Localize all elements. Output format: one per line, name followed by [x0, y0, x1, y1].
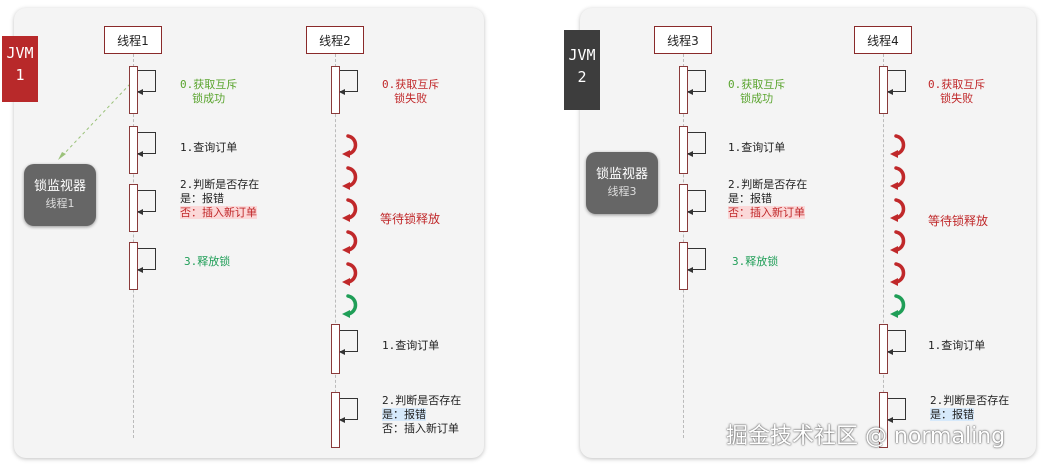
- wait-loop-arrows: [890, 134, 906, 318]
- t1-step2: 2.判断是否存在 是：报错 否：插入新订单: [180, 178, 260, 219]
- t2-step0: 0.获取互斥 锁失败: [382, 78, 440, 105]
- activation: [129, 184, 138, 232]
- self-call-arrow: [339, 70, 358, 95]
- monitor-owner: 线程1: [45, 197, 75, 210]
- t2-step1: 1.查询订单: [382, 339, 440, 352]
- self-call-arrow: [137, 190, 156, 215]
- t1-step1: 1.查询订单: [180, 141, 238, 154]
- self-call-arrow: [137, 132, 156, 157]
- self-call-arrow: [687, 70, 706, 95]
- self-call-arrow: [339, 398, 358, 423]
- self-call-arrow: [137, 70, 156, 95]
- thread1-box: 线程1: [104, 26, 162, 54]
- t4-step0: 0.获取互斥 锁失败: [928, 78, 986, 105]
- monitor-title: 锁监视器: [595, 167, 648, 182]
- thread4-lifeline: [883, 54, 884, 438]
- jvm2-label: JVM 2: [564, 30, 600, 110]
- t3-step2: 2.判断是否存在 是：报错 否：插入新订单: [728, 178, 808, 219]
- self-call-arrow: [339, 330, 358, 355]
- monitor-link: [58, 83, 131, 160]
- t3-step1: 1.查询订单: [728, 141, 786, 154]
- t1-step0: 0.获取互斥 锁成功: [180, 78, 238, 105]
- activation: [679, 126, 688, 174]
- t4-step1: 1.查询订单: [928, 339, 986, 352]
- thread2-box: 线程2: [306, 26, 364, 54]
- t2-wait-label: 等待锁释放: [380, 212, 441, 226]
- self-call-arrow: [687, 190, 706, 215]
- monitor-owner: 线程3: [607, 185, 637, 198]
- t4-step2: 2.判断是否存在 是：报错: [930, 394, 1010, 421]
- t4-wait-label: 等待锁释放: [928, 214, 989, 228]
- t3-step0: 0.获取互斥 锁成功: [728, 78, 786, 105]
- activation: [679, 242, 688, 290]
- thread4-box: 线程4: [854, 26, 912, 54]
- t1-step3: 3.释放锁: [184, 255, 231, 268]
- activation: [129, 242, 138, 290]
- lock-monitor-1: 锁监视器 线程1: [24, 164, 96, 226]
- jvm1-label: JVM 1: [2, 36, 38, 102]
- thread3-box: 线程3: [654, 26, 712, 54]
- t2-step2: 2.判断是否存在 是：报错 否：插入新订单: [382, 394, 462, 435]
- jvm1-panel: [14, 8, 484, 458]
- wait-loop-arrows: [342, 134, 358, 318]
- thread2-lifeline: [335, 54, 336, 438]
- activation: [679, 184, 688, 232]
- self-call-arrow: [687, 248, 706, 273]
- t3-step3: 3.释放锁: [732, 255, 779, 268]
- self-call-arrow: [887, 70, 906, 95]
- watermark: 掘金技术社区 @ normaling: [726, 424, 1006, 449]
- monitor-title: 锁监视器: [33, 179, 86, 194]
- jvm2-panel: [580, 8, 1036, 458]
- self-call-arrow: [887, 330, 906, 355]
- self-call-arrow: [887, 398, 906, 423]
- self-call-arrow: [687, 132, 706, 157]
- self-call-arrow: [137, 248, 156, 273]
- lock-monitor-2: 锁监视器 线程3: [586, 152, 658, 214]
- activation: [129, 126, 138, 174]
